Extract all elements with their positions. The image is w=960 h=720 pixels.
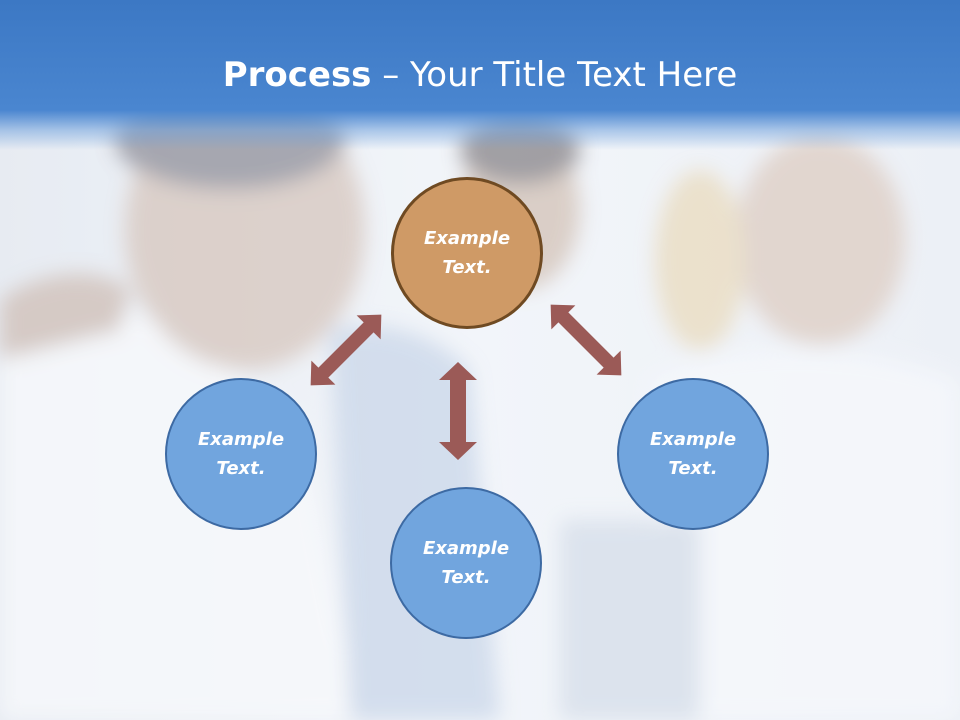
node-top[interactable]: Example Text. — [391, 177, 543, 329]
node-bottom[interactable]: Example Text. — [390, 487, 542, 639]
arrow-top-left — [310, 314, 382, 386]
title-bar — [0, 0, 960, 150]
node-right-label: Example Text. — [649, 429, 737, 479]
node-top-label: Example Text. — [423, 228, 511, 278]
arrow-top-bottom — [439, 362, 477, 460]
title-rest: – Your Title Text Here — [371, 55, 738, 95]
node-right[interactable]: Example Text. — [617, 378, 769, 530]
node-left-label: Example Text. — [197, 429, 285, 479]
slide-title: Process – Your Title Text Here — [0, 52, 960, 98]
title-bold: Process — [222, 55, 372, 95]
node-left[interactable]: Example Text. — [165, 378, 317, 530]
node-bottom-label: Example Text. — [422, 538, 510, 588]
arrow-top-right — [550, 304, 622, 376]
